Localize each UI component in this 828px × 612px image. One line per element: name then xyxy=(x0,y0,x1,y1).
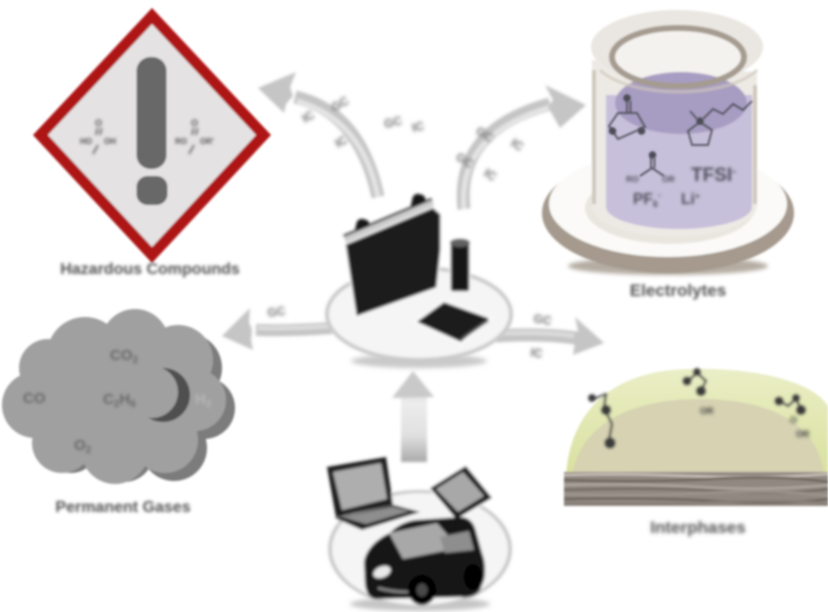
svg-text:CO: CO xyxy=(23,390,46,407)
svg-text:RO: RO xyxy=(626,174,639,184)
svg-text:GC: GC xyxy=(383,113,404,131)
svg-text:IC: IC xyxy=(508,136,526,154)
svg-text:IC: IC xyxy=(530,345,544,361)
svg-text:Electrolytes: Electrolytes xyxy=(630,281,726,300)
svg-text:CO2: CO2 xyxy=(110,347,139,366)
svg-text:HO: HO xyxy=(80,137,92,146)
svg-text:IC: IC xyxy=(481,166,499,184)
svg-text:TFSI-: TFSI- xyxy=(691,164,736,186)
svg-text:O: O xyxy=(790,415,797,425)
svg-text:OR: OR xyxy=(700,406,714,416)
svg-text:O: O xyxy=(191,118,198,128)
svg-text:OR: OR xyxy=(796,429,810,439)
svg-text:Hazardous Compounds: Hazardous Compounds xyxy=(60,261,240,278)
svg-text:GC: GC xyxy=(266,304,286,320)
svg-text:OR': OR' xyxy=(200,137,214,146)
svg-text:OH: OH xyxy=(104,137,116,146)
svg-text:IC: IC xyxy=(411,119,426,135)
svg-text:Permanent Gases: Permanent Gases xyxy=(55,499,190,516)
svg-text:OR: OR xyxy=(662,174,675,184)
svg-text:C2H6: C2H6 xyxy=(103,391,136,410)
svg-text:GC: GC xyxy=(532,311,552,328)
svg-text:Interphases: Interphases xyxy=(650,518,745,537)
svg-text:RO: RO xyxy=(175,137,187,146)
svg-text:O: O xyxy=(95,118,102,128)
